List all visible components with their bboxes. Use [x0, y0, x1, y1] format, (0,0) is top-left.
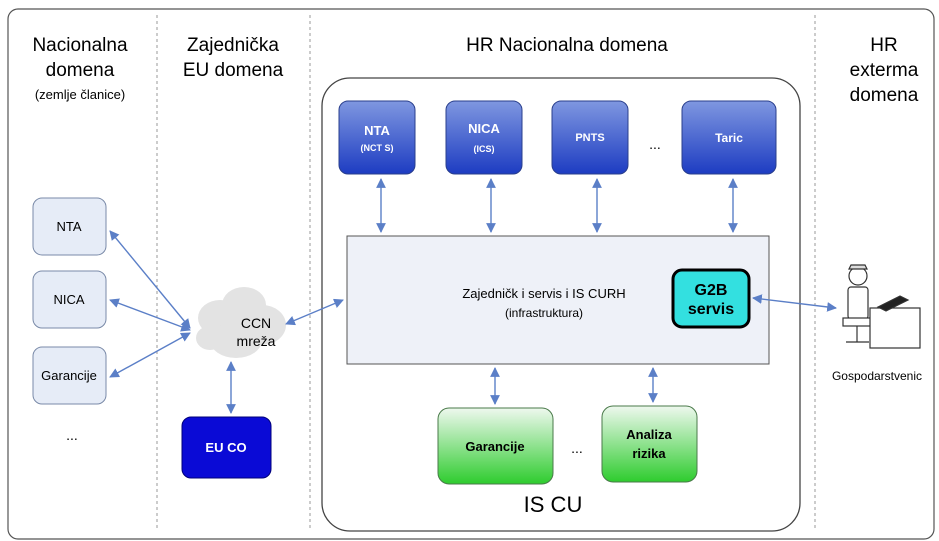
- hr-national-title: HR Nacionalna domena: [466, 35, 668, 56]
- ccn-label-2: mreža: [237, 333, 276, 349]
- module-pnts-label: PNTS: [575, 132, 604, 144]
- eu-title-2: EU domena: [183, 60, 284, 81]
- national-nica-box: [32, 270, 107, 329]
- national-subtitle: (zemlje članice): [35, 87, 125, 102]
- arrow-ccn-nica: [109, 298, 191, 332]
- module-taric-label: Taric: [715, 131, 743, 145]
- hr-external-title-1: HR: [870, 35, 897, 56]
- g2b-label-2: servis: [688, 301, 734, 318]
- top-modules-ellipsis: ...: [649, 136, 661, 152]
- eu-co-label: EU CO: [205, 440, 246, 455]
- module-nica-box: [445, 100, 523, 175]
- eu-co-box: [181, 416, 272, 479]
- national-title-1: Nacionalna: [32, 35, 127, 56]
- module-garancije-box: [437, 407, 554, 485]
- national-garancije-label: Garancije: [41, 368, 97, 383]
- module-nta-box: [338, 100, 416, 175]
- connection-arrows: [109, 178, 837, 414]
- module-nta-label: NTA: [364, 123, 390, 138]
- ccn-cloud-icon: [196, 287, 286, 358]
- module-taric-box: [681, 100, 777, 175]
- g2b-service-box: [671, 268, 751, 329]
- module-analiza-box: [601, 405, 698, 483]
- central-label-2: (infrastruktura): [505, 306, 583, 320]
- arrow-ccn-central: [285, 298, 344, 326]
- g2b-label-1: G2B: [695, 282, 728, 299]
- national-nica-label: NICA: [53, 292, 84, 307]
- module-pnts-box: [551, 100, 629, 175]
- module-analiza-label-1: Analiza: [626, 427, 672, 442]
- arrow-ccn-garancije: [109, 332, 191, 378]
- eu-title-1: Zajednička: [187, 35, 279, 56]
- ccn-label-1: CCN: [241, 315, 271, 331]
- hr-external-title-2: exterma: [850, 60, 919, 81]
- national-garancije-box: [32, 346, 107, 405]
- hr-external-title-3: domena: [850, 85, 919, 106]
- national-nta-box: [32, 197, 107, 256]
- module-nta-sub: (NCT S): [361, 143, 394, 153]
- module-nica-sub: (ICS): [474, 144, 495, 154]
- module-analiza-label-2: rizika: [632, 446, 666, 461]
- national-title-2: domena: [46, 60, 115, 81]
- module-nica-label: NICA: [468, 121, 500, 136]
- is-cu-label: IS CU: [524, 492, 583, 517]
- national-ellipsis: ...: [66, 427, 78, 443]
- business-label: Gospodarstvenic: [832, 369, 922, 383]
- bottom-modules-ellipsis: ...: [571, 440, 583, 456]
- business-user-icon: [842, 264, 921, 349]
- national-nta-label: NTA: [56, 219, 81, 234]
- arrow-g2b-business: [752, 294, 837, 312]
- central-label-1: Zajedničk i servis i IS CURH: [462, 286, 625, 301]
- module-garancije-label: Garancije: [465, 439, 524, 454]
